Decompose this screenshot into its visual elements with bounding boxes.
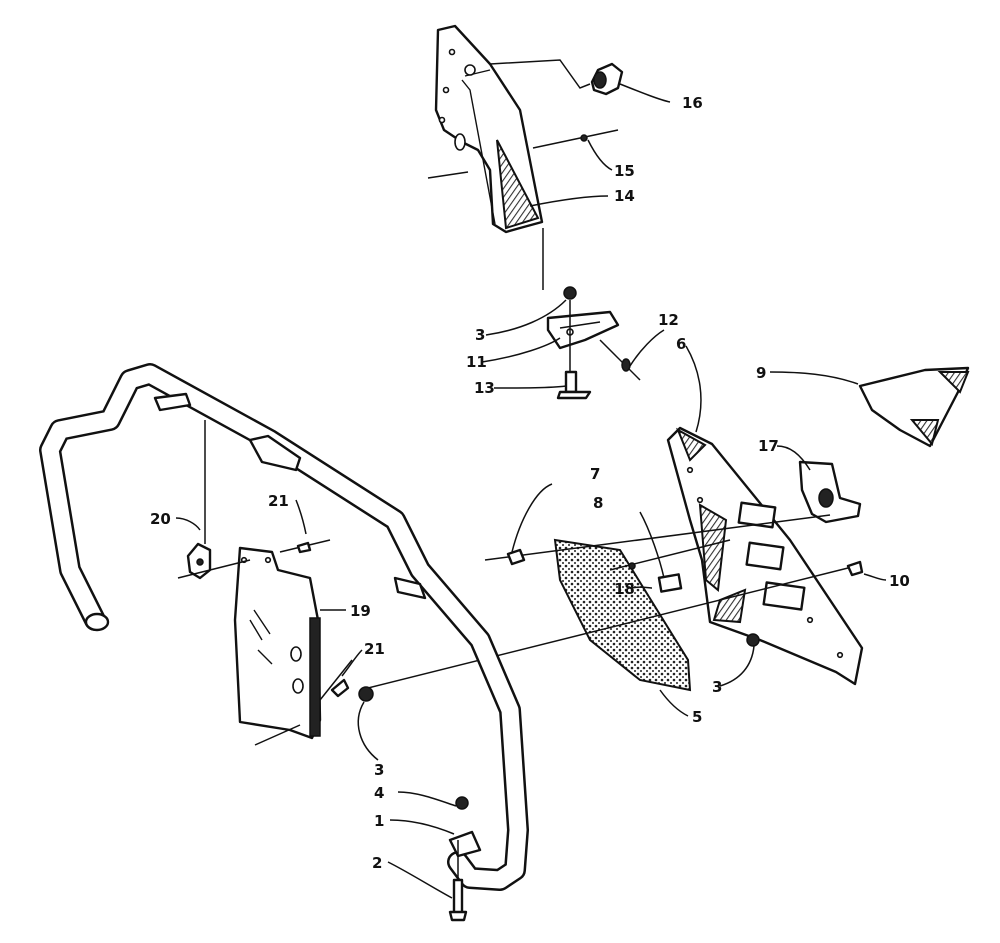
callout-3-right: 3	[712, 678, 722, 696]
callout-14: 14	[614, 187, 635, 205]
callout-leaders	[175, 83, 887, 899]
bumper-frame-1	[39, 363, 529, 891]
pin-12	[599, 339, 641, 381]
clip-13	[556, 370, 592, 400]
callout-19: 19	[350, 602, 371, 620]
angle-bracket-11	[546, 310, 620, 350]
callout-15: 15	[614, 162, 635, 180]
callout-11: 11	[466, 353, 487, 371]
callout-3-lower: 3	[374, 761, 384, 779]
callout-12: 12	[658, 311, 679, 329]
callout-20: 20	[150, 510, 171, 528]
side-plate-6	[666, 426, 864, 686]
nut-3-lower	[358, 686, 374, 702]
callout-1: 1	[374, 812, 384, 830]
rivet-21-lower	[319, 659, 353, 701]
nut-3-right	[746, 633, 760, 647]
callout-21-upper: 21	[268, 492, 289, 510]
screw-10	[359, 560, 864, 691]
callout-18: 18	[614, 580, 635, 598]
bracket-17	[798, 460, 862, 524]
plate-19	[233, 546, 322, 740]
callout-13: 13	[474, 379, 495, 397]
clip-20	[177, 420, 251, 580]
callout-7: 7	[590, 465, 600, 483]
callout-21-lower: 21	[364, 640, 385, 658]
callout-8: 8	[593, 494, 603, 512]
bolt-2	[448, 840, 468, 922]
callout-2: 2	[372, 854, 382, 872]
callout-4: 4	[374, 784, 384, 802]
mesh-screen-5	[553, 538, 692, 692]
callout-16: 16	[682, 94, 703, 112]
callout-3-top: 3	[475, 326, 485, 344]
nut-4	[455, 796, 469, 810]
panel-9	[858, 366, 970, 448]
callout-5: 5	[692, 708, 702, 726]
callout-17: 17	[758, 437, 779, 455]
upper-mounting-bracket	[434, 24, 544, 234]
nut-3-upper	[563, 286, 577, 300]
callout-10: 10	[889, 572, 910, 590]
screw-15	[532, 129, 619, 149]
bushing-16	[489, 59, 624, 96]
leader-left-14	[427, 171, 469, 179]
callout-9: 9	[756, 364, 766, 382]
rivet-21-upper	[279, 539, 331, 554]
callout-labels: 16 15 14 3 11 13 12 6 9 17 7 8 10 18 3 5…	[150, 94, 910, 872]
callout-6: 6	[676, 335, 686, 353]
leader-plate-bottom	[254, 724, 301, 746]
pin-7	[484, 514, 831, 566]
pin-18	[609, 539, 731, 593]
